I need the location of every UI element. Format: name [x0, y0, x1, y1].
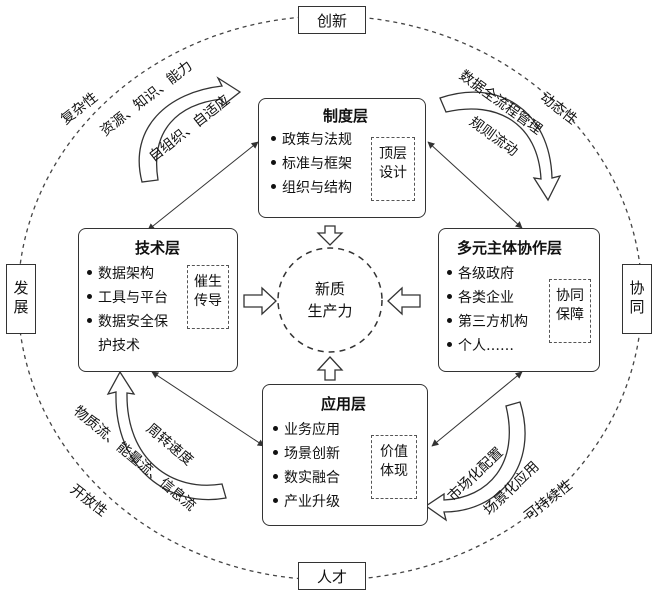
bullet-icon: [447, 341, 452, 347]
actors-tag: 协同 保障: [549, 279, 591, 343]
actors-item-2: 各类企业: [447, 289, 514, 307]
technology-item-3: 数据安全保: [87, 313, 168, 331]
actors-item-4: 个人……: [447, 337, 514, 355]
technology-item-2: 工具与平台: [87, 289, 168, 307]
technology-layer-box: 技术层 数据架构 工具与平台 数据安全保 护技术 催生 传导: [78, 228, 238, 372]
technology-item-1: 数据架构: [87, 265, 154, 283]
application-item-4: 产业升级: [273, 493, 340, 511]
outer-label-top: 创新: [298, 6, 366, 34]
actors-item-1: 各级政府: [447, 265, 514, 283]
bullet-icon: [87, 269, 92, 275]
outer-label-bottom: 人才: [298, 562, 366, 590]
center-label-line1: 新质: [314, 280, 345, 298]
curved-arrow-top-right: [439, 91, 562, 202]
application-layer-title: 应用层: [321, 395, 367, 413]
block-arrow-up: [316, 356, 344, 381]
connector-tech-application: [151, 371, 265, 447]
outer-label-right: 协同: [622, 264, 652, 334]
bullet-icon: [447, 317, 452, 323]
center-dashed-circle: [277, 247, 383, 353]
bullet-icon: [273, 449, 278, 455]
block-arrow-left: [387, 286, 421, 316]
application-tag: 价值 体现: [371, 435, 417, 499]
center-label-line2: 生产力: [307, 302, 353, 320]
institution-item-1: 政策与法规: [271, 131, 352, 149]
actors-layer-title: 多元主体协作层: [457, 239, 563, 257]
connector-tech-institution: [147, 141, 259, 231]
application-layer-box: 应用层 业务应用 场景创新 数实融合 产业升级 价值 体现: [262, 384, 428, 526]
bullet-icon: [87, 317, 92, 323]
application-item-1: 业务应用: [273, 421, 340, 439]
actors-item-3: 第三方机构: [447, 313, 528, 331]
bullet-icon: [447, 269, 452, 275]
technology-layer-title: 技术层: [135, 239, 181, 257]
bullet-icon: [447, 293, 452, 299]
center-label: 新质 生产力: [290, 278, 370, 322]
institution-layer-box: 制度层 政策与法规 标准与框架 组织与结构 顶层 设计: [258, 98, 426, 218]
curved-arrow-top-left: [138, 76, 242, 183]
bullet-icon: [273, 497, 278, 503]
block-arrow-right: [243, 286, 277, 316]
application-item-2: 场景创新: [273, 445, 340, 463]
connector-institution-actors: [427, 141, 523, 229]
bullet-icon: [273, 473, 278, 479]
bullet-icon: [87, 293, 92, 299]
bullet-icon: [271, 183, 276, 189]
bullet-icon: [271, 159, 276, 165]
institution-item-2: 标准与框架: [271, 155, 352, 173]
bullet-icon: [273, 425, 278, 431]
actors-layer-box: 多元主体协作层 各级政府 各类企业 第三方机构 个人…… 协同 保障: [438, 228, 600, 372]
curved-arrow-bottom-left: [106, 370, 227, 501]
outer-label-left: 发展: [6, 264, 36, 334]
institution-item-3: 组织与结构: [271, 179, 352, 197]
institution-tag: 顶层 设计: [371, 137, 415, 201]
institution-layer-title: 制度层: [323, 107, 369, 125]
technology-tag: 催生 传导: [187, 265, 229, 329]
technology-item-3-cont: 护技术: [98, 338, 140, 354]
block-arrow-down: [316, 225, 344, 246]
bullet-icon: [271, 135, 276, 141]
connector-application-actors: [431, 371, 523, 447]
application-item-3: 数实融合: [273, 469, 340, 487]
